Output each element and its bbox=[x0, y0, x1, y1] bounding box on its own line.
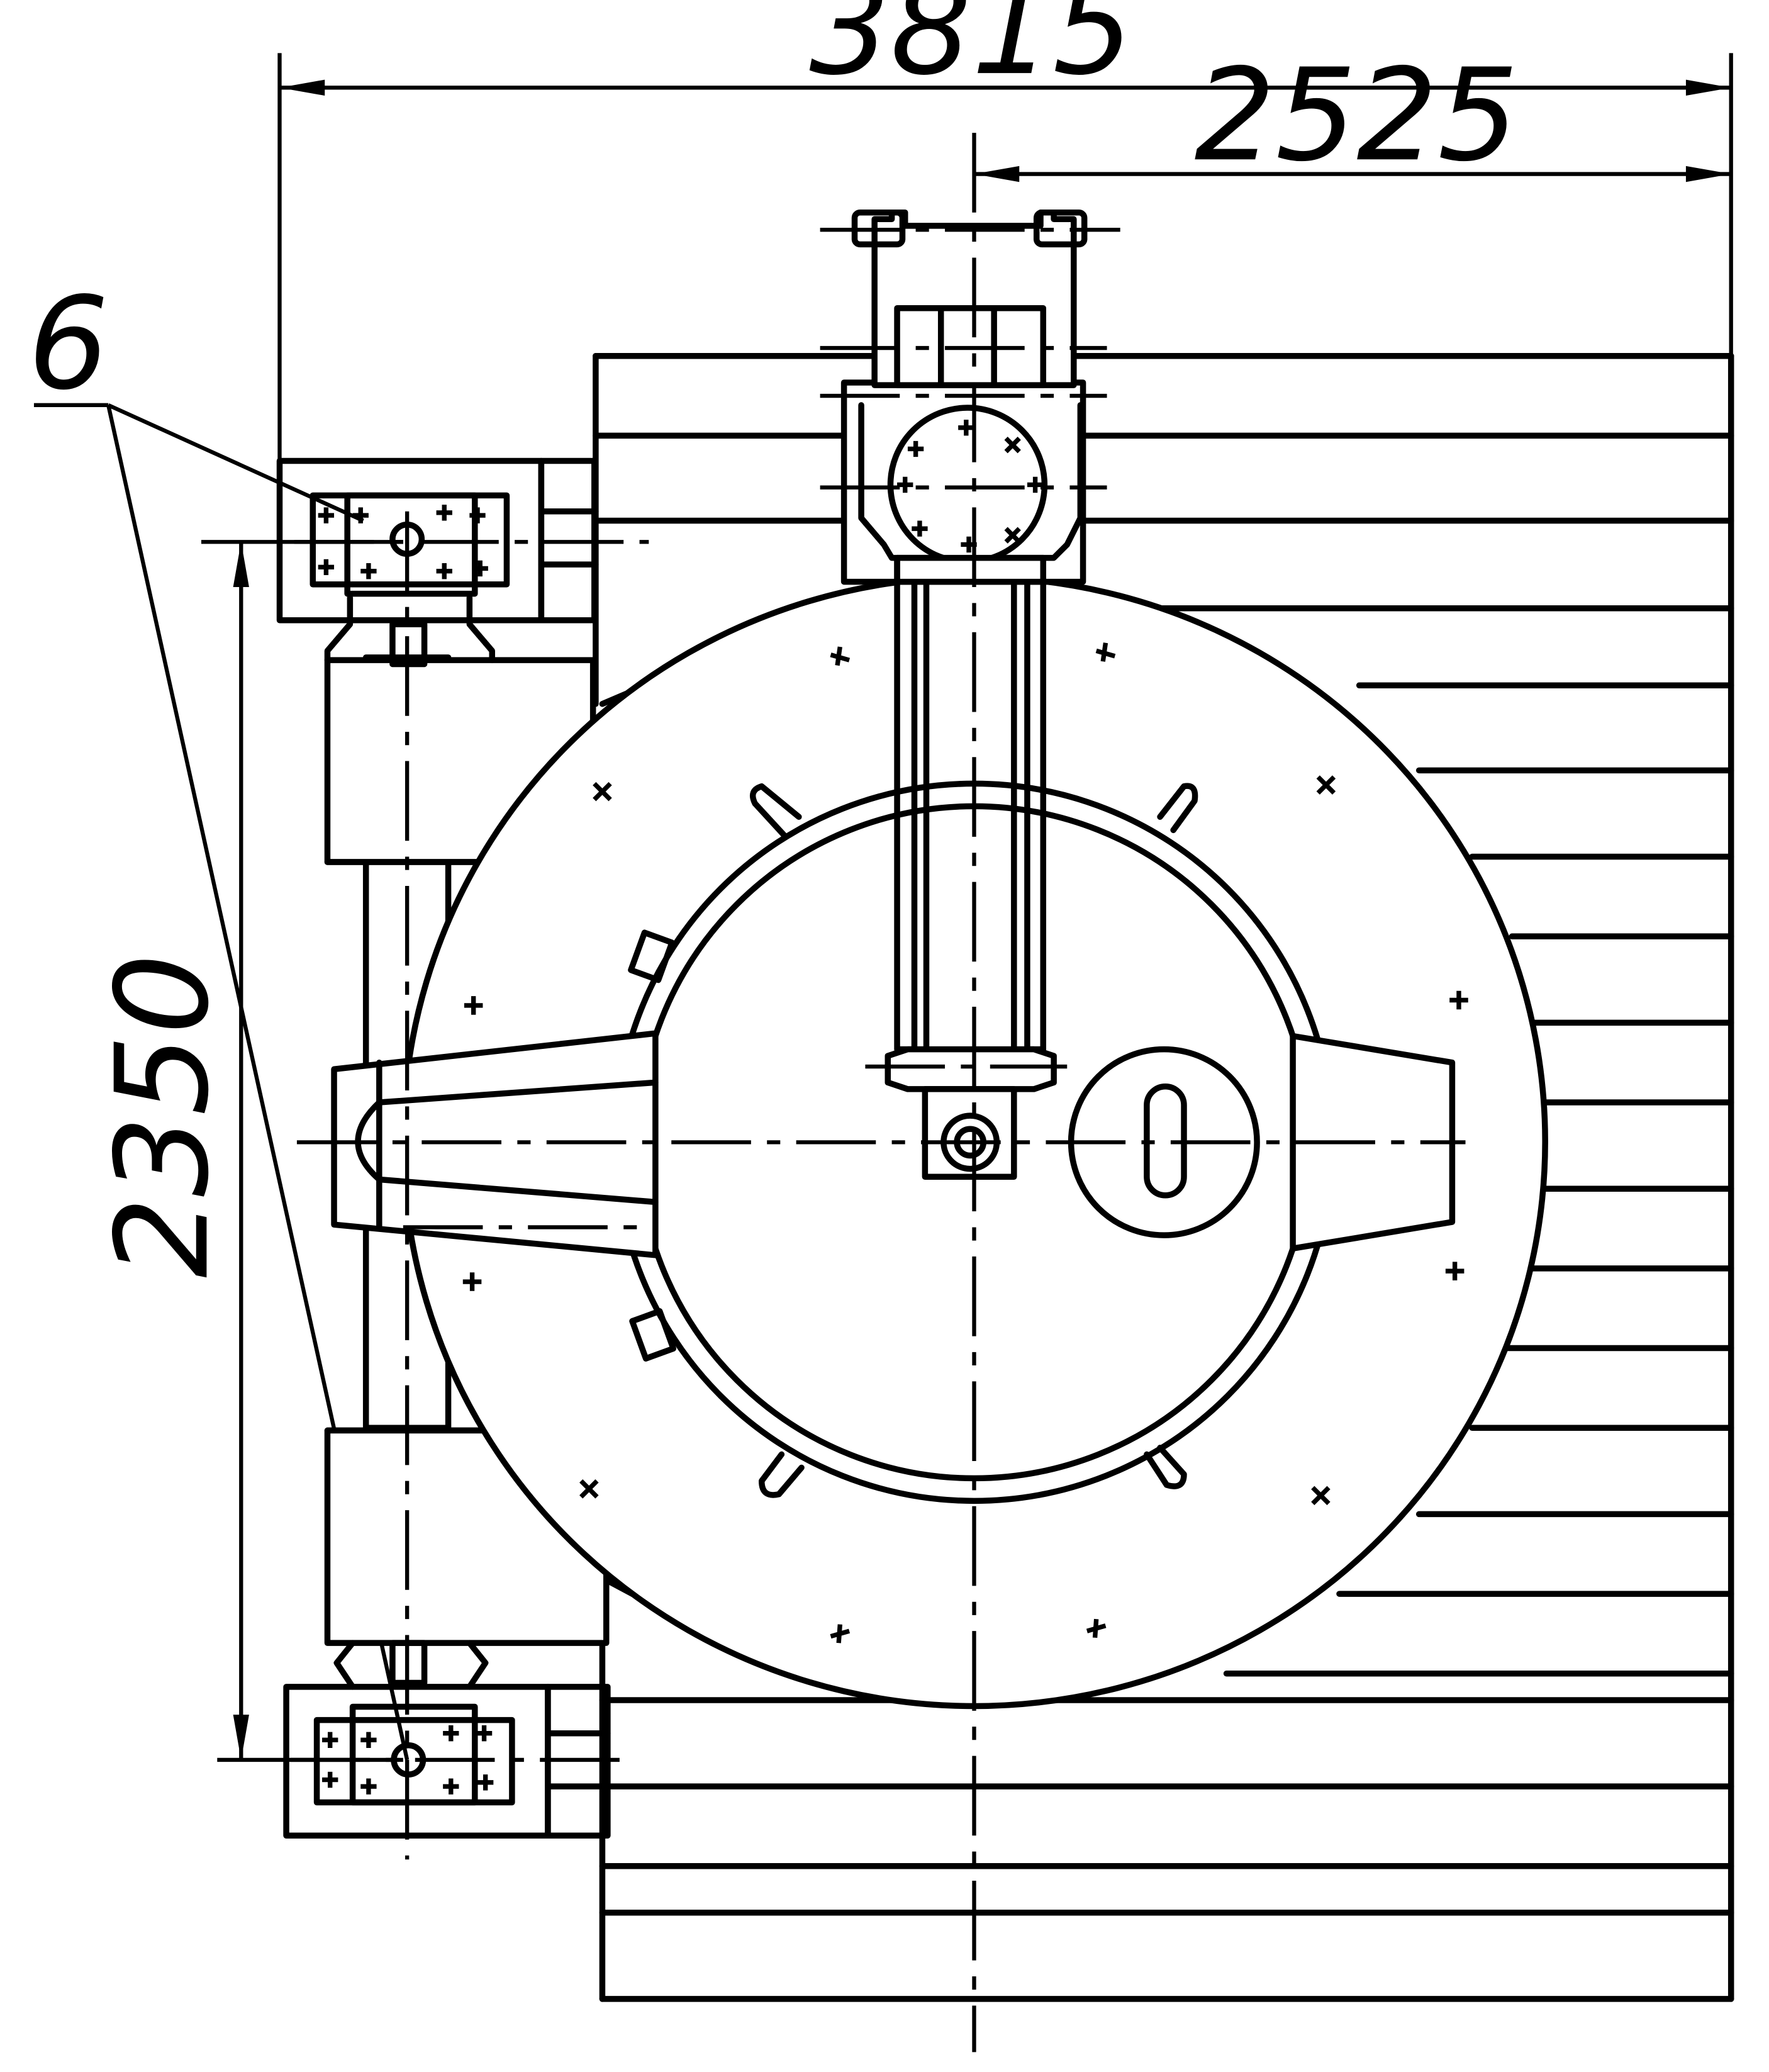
dimension-overall-width: 3815 bbox=[277, 0, 1733, 664]
dimension-offset: 2525 bbox=[974, 41, 1731, 189]
dimension-label-2525: 2525 bbox=[1195, 41, 1519, 189]
dimension-support-spacing: 2350 bbox=[88, 540, 403, 1762]
callout-label-6: 6 bbox=[28, 269, 109, 418]
support-pad-lower bbox=[313, 1703, 515, 1806]
dimension-label-2350: 2350 bbox=[88, 953, 237, 1278]
centerlines bbox=[290, 133, 1466, 2052]
dimension-label-3815: 3815 bbox=[809, 0, 1134, 103]
callout-6: 6 bbox=[28, 269, 410, 1761]
outer-ring-bolts bbox=[462, 642, 1468, 1644]
ring-lugs bbox=[628, 783, 1198, 1498]
right-slat-bands bbox=[593, 352, 1734, 2002]
